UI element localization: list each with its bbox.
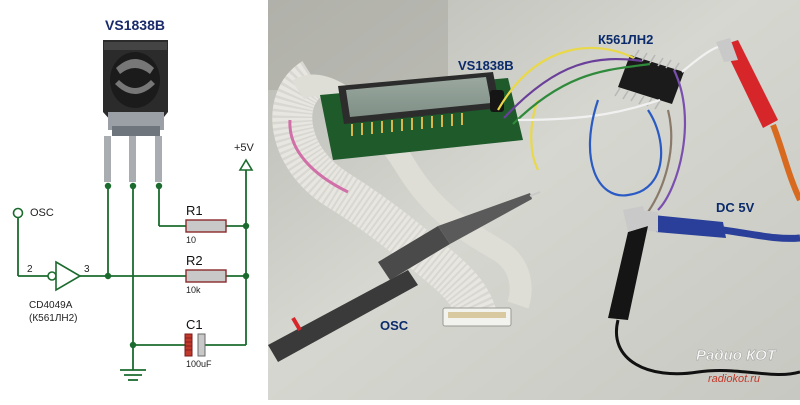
ic-chip [614,49,684,110]
inverter-pin-in: 2 [27,264,33,275]
schematic-wires [17,170,247,381]
photo-label-sensor: VS1838B [458,58,514,73]
watermark-url: radiokot.ru [708,373,760,385]
r1-name: R1 [186,203,203,218]
watermark-brand: Радио КОТ [696,347,778,364]
supply-arrow-icon [238,158,254,171]
r2-resistor [185,269,227,283]
osc-terminal [12,207,24,219]
junction-dots [104,182,250,349]
r2-name: R2 [186,253,203,268]
osc-label: OSC [30,207,54,219]
schematic-panel: VS1838B [0,0,268,400]
oscilloscope-probe [268,191,541,362]
schematic-drawing: VS1838B [12,17,255,381]
breadboard-photo: VS1838B К561ЛН2 DC 5V OSC Радио КОТ radi… [268,0,800,400]
black-alligator-clip [608,206,800,376]
photo-drawing: VS1838B К561ЛН2 DC 5V OSC Радио КОТ radi… [268,0,800,400]
c1-value: 100uF [186,359,212,369]
photo-label-chip: К561ЛН2 [598,32,653,47]
lcd-module [320,72,523,160]
red-alligator-clip [716,38,800,202]
supply-label: +5V [234,142,255,154]
photo-label-power: DC 5V [716,200,755,215]
r1-resistor [185,219,227,233]
c1-name: C1 [186,317,203,332]
inverter-alt: (К561ЛН2) [29,313,78,324]
ir-receiver-image [103,40,168,182]
schematic-title: VS1838B [105,17,165,33]
inverter-symbol [47,260,82,292]
c1-capacitor [184,333,206,357]
r1-value: 10 [186,235,196,245]
inverter-part: CD4049A [29,300,73,311]
jumper-wires [497,43,729,213]
inverter-pin-out: 3 [84,264,90,275]
r2-value: 10k [186,285,201,295]
photo-label-osc: OSC [380,318,409,333]
